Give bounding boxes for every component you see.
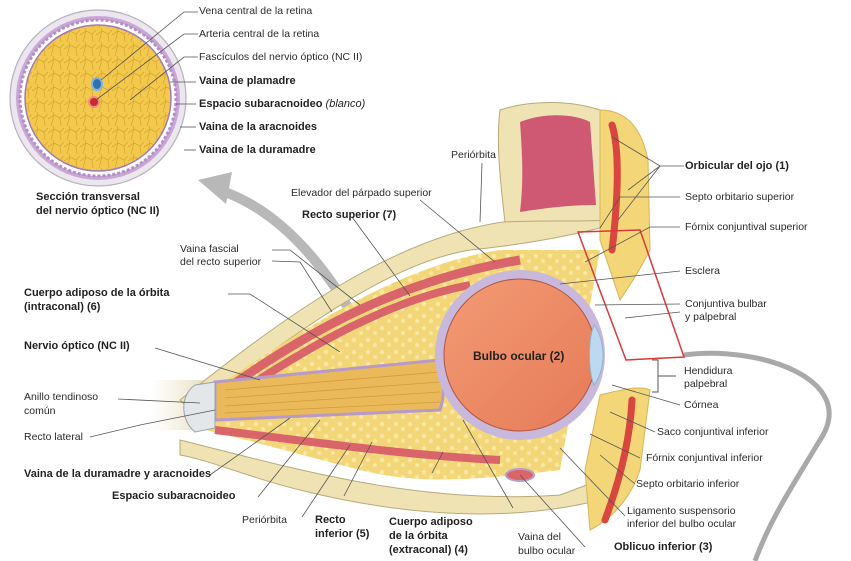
label-vaina-aracnoides: Vaina de la aracnoides bbox=[199, 121, 318, 133]
label-anillo-1: Anillo tendinoso bbox=[24, 391, 99, 403]
label-vaina-duramadre: Vaina de la duramadre bbox=[199, 144, 316, 156]
label-recto-lateral: Recto lateral bbox=[24, 431, 83, 443]
label-conjuntiva-2: y palpebral bbox=[685, 311, 737, 323]
common-tendinous-ring bbox=[183, 381, 216, 433]
espacio-sub-note: (blanco) bbox=[325, 98, 366, 110]
orbital-floor bbox=[179, 439, 601, 515]
label-saco-inferior: Saco conjuntival inferior bbox=[657, 426, 769, 438]
label-ligamento-2: inferior del bulbo ocular bbox=[627, 518, 737, 530]
label-arteria-central: Arteria central de la retina bbox=[199, 28, 320, 40]
inset-caption-line1: Sección transversal bbox=[36, 191, 140, 203]
label-recto-superior: Recto superior (7) bbox=[302, 209, 397, 221]
label-cuerpo-intraconal-2: (intraconal) (6) bbox=[24, 301, 101, 313]
label-vaina-bulbo-2: bulbo ocular bbox=[518, 545, 576, 557]
frontal-sinus bbox=[520, 115, 596, 212]
label-cuerpo-extraconal-2: de la órbita bbox=[389, 530, 448, 542]
label-recto-inferior-2: inferior (5) bbox=[315, 528, 370, 540]
label-fornix-superior: Fórnix conjuntival superior bbox=[685, 221, 808, 233]
label-cuerpo-extraconal-1: Cuerpo adiposo bbox=[389, 516, 473, 528]
label-septo-superior: Septo orbitario superior bbox=[685, 191, 795, 203]
label-periorbita-top: Periórbita bbox=[451, 149, 496, 161]
lower-eyelid bbox=[584, 387, 651, 531]
label-vaina-dura-arac: Vaina de la duramadre y aracnoides bbox=[24, 468, 212, 480]
orbicularis-upper bbox=[608, 121, 621, 254]
conjunctiva-highlight-box bbox=[576, 229, 686, 361]
label-septo-inferior: Septo orbitario inferior bbox=[636, 478, 740, 490]
curved-outline-right bbox=[683, 350, 832, 561]
upper-eyelid bbox=[599, 109, 651, 302]
inset-caption-line2: del nervio óptico (NC II) bbox=[36, 205, 160, 217]
cornea bbox=[589, 324, 604, 386]
label-cornea: Córnea bbox=[684, 399, 719, 411]
label-nervio-optico: Nervio óptico (NC II) bbox=[24, 340, 130, 352]
label-hendidura-1: Hendidura bbox=[684, 365, 733, 377]
inferior-rectus-muscle bbox=[214, 426, 501, 464]
label-hendidura-2: palpebral bbox=[684, 378, 728, 390]
label-vena-central: Vena central de la retina bbox=[199, 5, 313, 17]
label-recto-inferior-1: Recto bbox=[315, 514, 346, 526]
label-vaina-fascial-1: Vaina fascial bbox=[180, 243, 239, 255]
label-fasciculos: Fascículos del nervio óptico (NC II) bbox=[199, 51, 363, 63]
label-cuerpo-intraconal-1: Cuerpo adiposo de la órbita bbox=[24, 287, 170, 299]
label-espacio-subaracnoideo: Espacio subaracnoideo bbox=[112, 490, 236, 502]
label-anillo-2: común bbox=[24, 405, 56, 417]
label-oblicuo-inferior: Oblicuo inferior (3) bbox=[614, 541, 713, 553]
label-espacio-subaracnoideo-inset: Espacio subaracnoideo (blanco) bbox=[199, 98, 365, 111]
label-ligamento-1: Ligamento suspensorio bbox=[627, 505, 736, 517]
leader-lines bbox=[89, 11, 684, 548]
palpebral-fissure-bracket bbox=[652, 359, 676, 393]
central-vein-icon bbox=[91, 77, 103, 91]
optic-nerve-cross-section bbox=[9, 9, 187, 187]
label-fornix-inferior: Fórnix conjuntival inferior bbox=[646, 452, 763, 464]
levator-muscle bbox=[222, 255, 521, 394]
label-orbicular: Orbicular del ojo (1) bbox=[685, 160, 789, 172]
label-cuerpo-extraconal-3: (extraconal) (4) bbox=[389, 544, 468, 556]
label-vaina-bulbo-1: Vaina del bbox=[518, 531, 562, 543]
orbit-section bbox=[150, 102, 686, 531]
label-vaina-piamadre: Vaina de plamadre bbox=[199, 75, 296, 87]
arrowhead-icon bbox=[198, 172, 232, 204]
label-esclera: Esclera bbox=[685, 265, 721, 277]
orbicularis-lower bbox=[601, 396, 636, 524]
label-bulbo-ocular: Bulbo ocular (2) bbox=[473, 349, 565, 363]
label-periorbita-bottom: Periórbita bbox=[242, 514, 287, 526]
label-conjuntiva-1: Conjuntiva bulbar bbox=[685, 298, 767, 310]
espacio-sub-text: Espacio subaracnoideo bbox=[199, 98, 323, 110]
label-vaina-fascial-2: del recto superior bbox=[180, 256, 262, 268]
label-elevador: Elevador del párpado superior bbox=[291, 187, 432, 199]
